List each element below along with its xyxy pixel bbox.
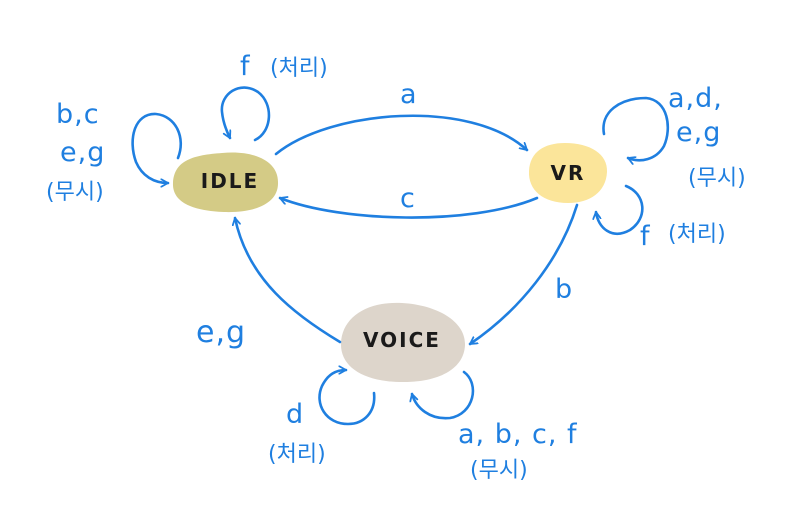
voice-right-loop-note: (무시) — [470, 458, 528, 483]
edge-idle-to-vr — [274, 114, 529, 156]
voice-node-shape — [340, 302, 466, 383]
vr-right-loop-note: (무시) — [688, 166, 746, 191]
label-idle-to-vr: a — [400, 79, 418, 110]
loop-vr-bottom — [596, 184, 644, 235]
loop-voice-left — [318, 370, 376, 426]
loop-voice-right — [412, 370, 475, 420]
vr-right-loop-line2: e,g — [676, 117, 722, 148]
idle-left-loop-line2: e,g — [60, 137, 106, 168]
vr-bottom-loop-note: (처리) — [668, 222, 726, 247]
label-vr-to-idle: c — [400, 183, 416, 214]
idle-top-loop-events: f — [240, 51, 251, 82]
idle-top-loop-note: (처리) — [270, 56, 328, 81]
loop-idle-top — [220, 86, 271, 142]
voice-left-loop-note: (처리) — [268, 442, 326, 467]
vr-node-label: VR — [550, 161, 586, 185]
idle-node-shape — [172, 152, 279, 213]
loop-vr-right — [602, 96, 670, 160]
vr-right-loop-line1: a,d, — [668, 83, 723, 114]
idle-node-label: IDLE — [200, 169, 260, 193]
idle-left-loop-line1: b,c — [56, 99, 100, 130]
edge-vr-to-idle — [278, 198, 539, 219]
label-voice-to-idle: e,g — [196, 315, 247, 350]
edge-voice-to-idle — [235, 216, 342, 344]
loop-idle-left — [131, 112, 183, 183]
voice-right-loop-events: a, b, c, f — [458, 419, 578, 450]
voice-node-label: VOICE — [363, 328, 441, 352]
label-vr-to-voice: b — [555, 274, 574, 305]
voice-left-loop-events: d — [286, 399, 305, 430]
vr-node-shape — [528, 143, 608, 203]
idle-left-loop-note: (무시) — [46, 180, 104, 205]
edge-vr-to-voice — [468, 203, 579, 346]
vr-bottom-loop-events: f — [640, 221, 651, 252]
